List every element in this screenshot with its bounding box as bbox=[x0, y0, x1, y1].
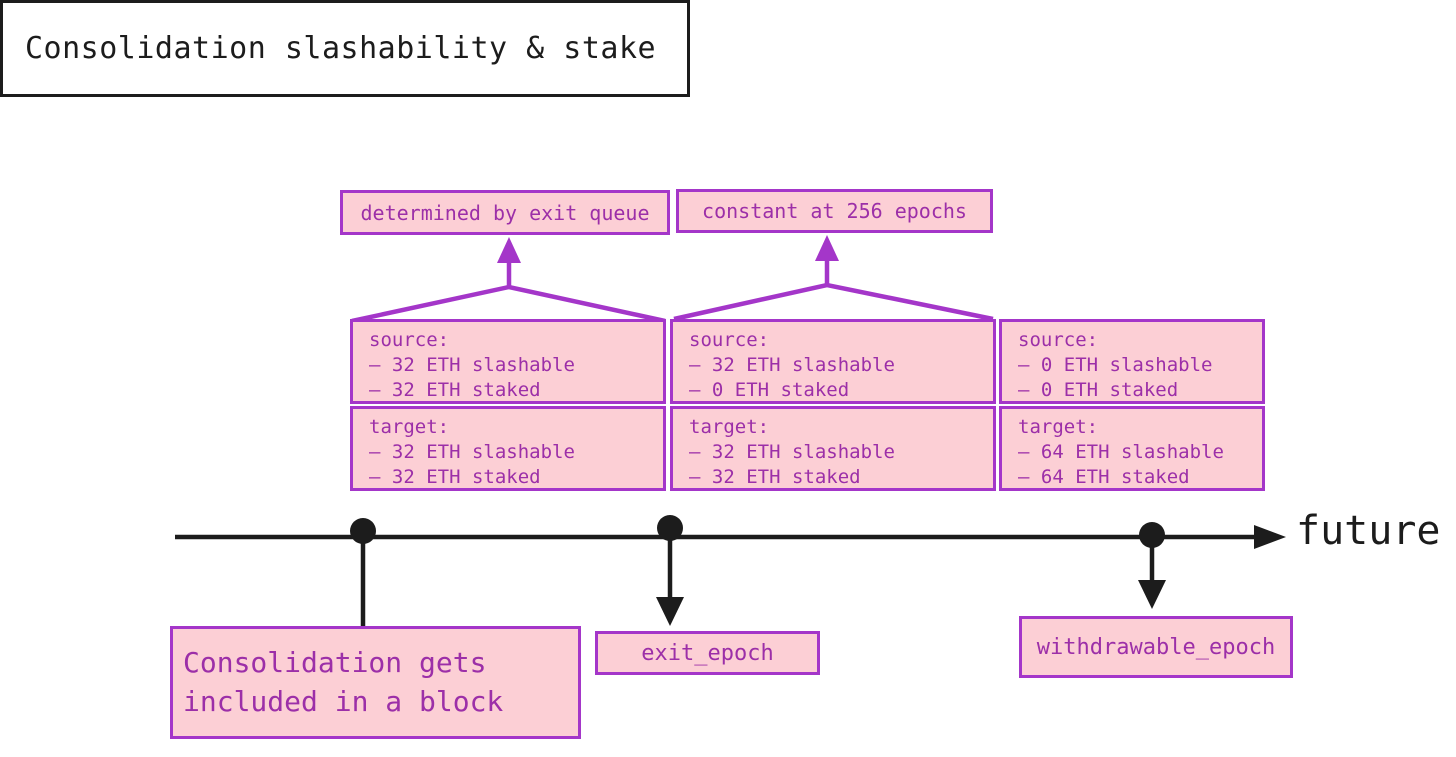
timeline-dot-consolidation bbox=[350, 518, 376, 544]
stage-2-source-line-2: – 0 ETH staked bbox=[689, 379, 850, 401]
annotation-exit-queue: determined by exit queue bbox=[340, 190, 670, 235]
stage-2-source-heading: source: bbox=[689, 329, 770, 351]
stage-3-target-heading: target: bbox=[1018, 416, 1099, 438]
stage-3-source-line-1: – 0 ETH slashable bbox=[1018, 354, 1213, 376]
brace-right bbox=[673, 282, 994, 322]
event-withdrawable-epoch-box: withdrawable_epoch bbox=[1019, 616, 1293, 678]
stage-1-source-box: source: – 32 ETH slashable – 32 ETH stak… bbox=[350, 319, 666, 404]
timeline-dot-exit-epoch bbox=[657, 515, 683, 541]
brace-left bbox=[351, 284, 666, 324]
stage-3-source-box: source: – 0 ETH slashable – 0 ETH staked bbox=[999, 319, 1265, 404]
annotation-constant-epochs-label: constant at 256 epochs bbox=[702, 199, 967, 223]
stage-2-source-box: source: – 32 ETH slashable – 0 ETH stake… bbox=[670, 319, 996, 404]
down-arrowhead-exit-icon bbox=[656, 597, 684, 626]
stage-1-target-line-1: – 32 ETH slashable bbox=[369, 441, 575, 463]
stage-2-target-box: target: – 32 ETH slashable – 32 ETH stak… bbox=[670, 406, 996, 491]
annotation-constant-epochs: constant at 256 epochs bbox=[676, 189, 993, 233]
stage-2-target-line-1: – 32 ETH slashable bbox=[689, 441, 895, 463]
stage-3-source-line-2: – 0 ETH staked bbox=[1018, 379, 1179, 401]
stage-1-target-heading: target: bbox=[369, 416, 450, 438]
event-consolidation-label: Consolidation gets included in a block bbox=[183, 646, 504, 718]
up-arrowhead-right-icon bbox=[815, 235, 839, 261]
stage-2-target-heading: target: bbox=[689, 416, 770, 438]
stage-3-target-line-2: – 64 ETH staked bbox=[1018, 466, 1190, 488]
title-box: Consolidation slashability & stake bbox=[0, 0, 690, 97]
stage-3-target-box: target: – 64 ETH slashable – 64 ETH stak… bbox=[999, 406, 1265, 491]
stage-2-target-line-2: – 32 ETH staked bbox=[689, 466, 861, 488]
page-title: Consolidation slashability & stake bbox=[25, 31, 657, 66]
down-arrowhead-withdrawable-icon bbox=[1138, 580, 1166, 609]
event-consolidation-box: Consolidation gets included in a block bbox=[170, 626, 581, 739]
stage-1-target-line-2: – 32 ETH staked bbox=[369, 466, 541, 488]
stage-1-source-line-1: – 32 ETH slashable bbox=[369, 354, 575, 376]
stage-1-target-box: target: – 32 ETH slashable – 32 ETH stak… bbox=[350, 406, 666, 491]
stage-2-source-line-1: – 32 ETH slashable bbox=[689, 354, 895, 376]
timeline-dot-withdrawable-epoch bbox=[1139, 522, 1165, 548]
stage-3-target-line-1: – 64 ETH slashable bbox=[1018, 441, 1224, 463]
up-arrowhead-left-icon bbox=[497, 237, 521, 263]
stage-1-source-line-2: – 32 ETH staked bbox=[369, 379, 541, 401]
stage-1-source-heading: source: bbox=[369, 329, 450, 351]
timeline-arrowhead-icon bbox=[1254, 525, 1286, 549]
event-withdrawable-epoch-label: withdrawable_epoch bbox=[1036, 634, 1276, 660]
annotation-exit-queue-label: determined by exit queue bbox=[360, 200, 650, 225]
event-exit-epoch-label: exit_epoch bbox=[641, 640, 774, 666]
future-label: future bbox=[1296, 508, 1441, 554]
event-exit-epoch-box: exit_epoch bbox=[595, 631, 820, 675]
stage-3-source-heading: source: bbox=[1018, 329, 1099, 351]
